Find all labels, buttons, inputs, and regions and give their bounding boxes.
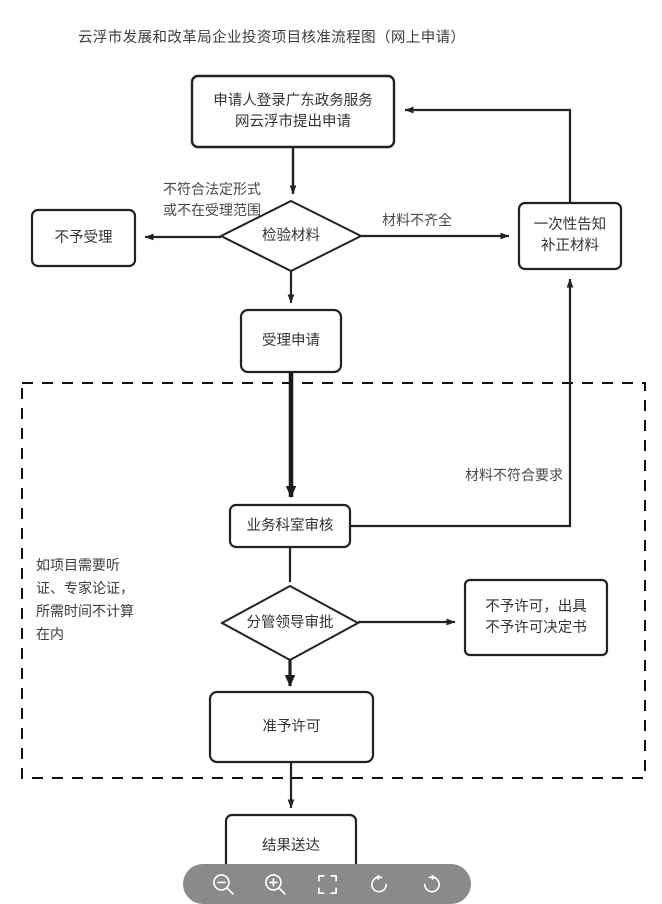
fit-screen-button[interactable] <box>301 864 353 904</box>
edge-review-to-notify <box>350 278 574 528</box>
edge-label-incomplete: 材料不齐全 <box>382 212 452 228</box>
edge-notify-to-apply <box>404 106 572 203</box>
zoom-in-button[interactable] <box>249 864 301 904</box>
rotate-left-button[interactable] <box>353 864 405 904</box>
fit-screen-icon <box>317 874 337 894</box>
image-viewer-toolbar <box>183 864 471 904</box>
rotate-left-icon <box>370 874 387 892</box>
node-review[interactable] <box>228 503 352 549</box>
node-nopermit[interactable] <box>463 578 609 657</box>
zoom-out-button[interactable] <box>197 864 249 904</box>
node-apply[interactable] <box>190 74 396 149</box>
node-approval[interactable] <box>219 584 361 662</box>
dashed-region <box>21 382 646 779</box>
dashed-region-note: 如项目需要听 证、专家论证， 所需时间不计算 在内 <box>36 557 134 642</box>
rotate-right-button[interactable] <box>405 864 457 904</box>
page-title: 云浮市发展和改革局企业投资项目核准流程图（网上申请） <box>78 30 466 46</box>
zoom-out-icon <box>212 873 234 895</box>
node-accept[interactable] <box>239 308 343 374</box>
edge-label-nonconforming: 材料不符合要求 <box>465 467 563 483</box>
rotate-right-icon <box>423 874 440 892</box>
edge-label-reject-reason: 不符合法定形式 或不在受理范围 <box>163 181 261 218</box>
zoom-in-icon <box>264 873 286 895</box>
node-permit[interactable] <box>208 690 375 764</box>
node-notify[interactable] <box>517 201 623 271</box>
node-reject[interactable] <box>30 208 137 268</box>
